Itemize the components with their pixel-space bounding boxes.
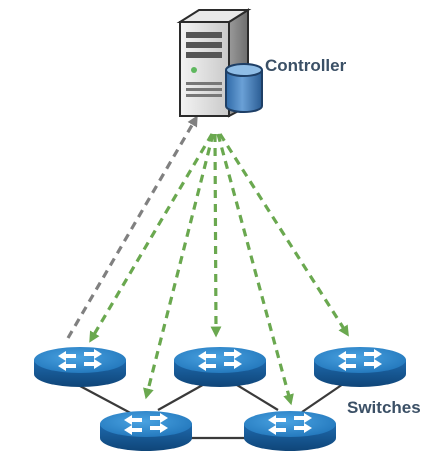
link-sw5-sw3 bbox=[301, 381, 347, 413]
flow-controller-to-sw5 bbox=[216, 133, 294, 406]
flow-controller-to-sw4 bbox=[143, 133, 215, 400]
flow-controller-to-sw1 bbox=[89, 133, 214, 343]
switches-label: Switches bbox=[347, 398, 421, 417]
router-icon bbox=[314, 347, 406, 387]
link-sw4-sw2 bbox=[157, 381, 209, 411]
flow-controller-to-sw2 bbox=[210, 133, 222, 338]
flow-controller-to-sw3 bbox=[218, 133, 349, 337]
control-flows bbox=[66, 115, 349, 406]
router-icon bbox=[174, 347, 266, 387]
router-icon bbox=[34, 347, 126, 387]
link-sw2-sw5 bbox=[231, 381, 279, 411]
controller-label: Controller bbox=[265, 56, 347, 75]
router-icon bbox=[100, 411, 192, 451]
flow-gray-sw1-to-controller bbox=[66, 115, 198, 339]
server-with-database-icon bbox=[176, 8, 263, 118]
router-icon bbox=[244, 411, 336, 451]
